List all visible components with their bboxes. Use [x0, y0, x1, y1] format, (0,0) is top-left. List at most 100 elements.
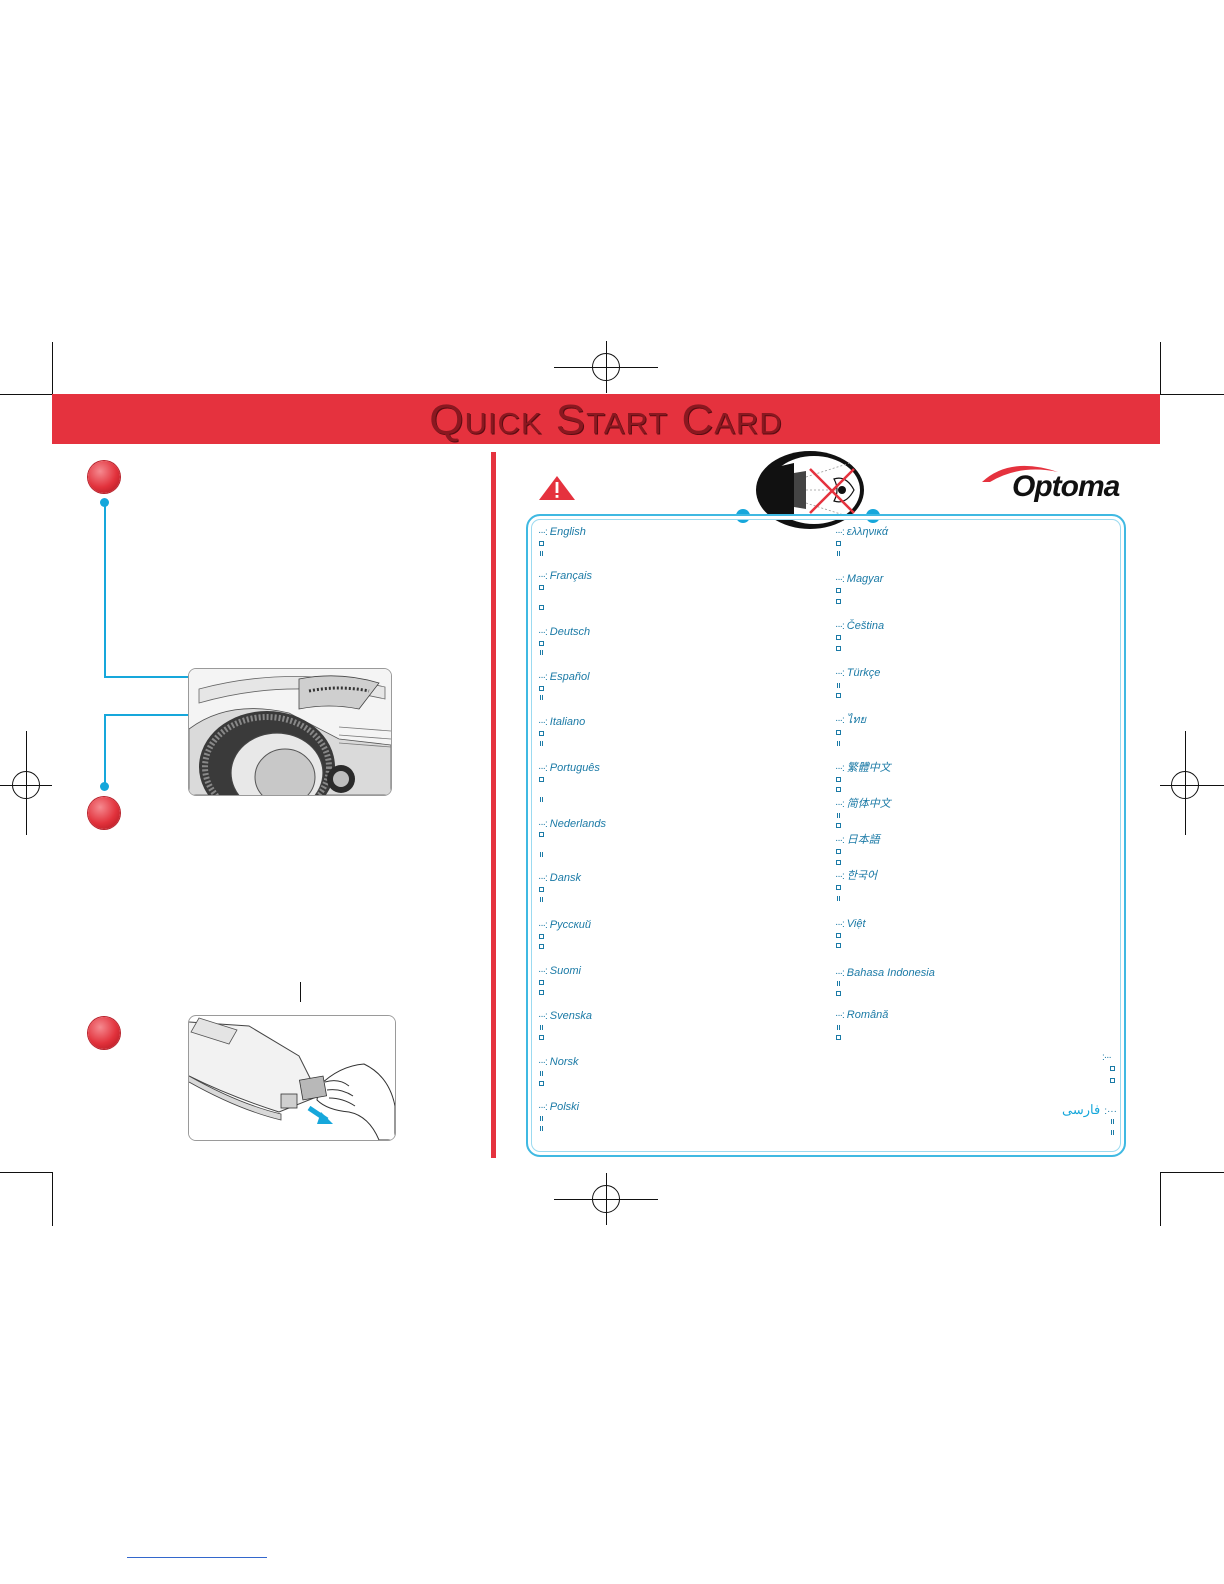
bullet-icon [540, 1025, 543, 1030]
bullet-icon [540, 1116, 543, 1121]
bullet-icon [539, 887, 544, 892]
language-item[interactable]: ···:Polski [538, 1101, 580, 1113]
bullet-icon [540, 797, 543, 802]
projector-lens-drawing [189, 669, 391, 795]
language-item[interactable]: ···:Français [538, 570, 592, 582]
frame-dot-left [736, 509, 750, 523]
bullet-icon [540, 741, 543, 746]
bullet-icon [1110, 1066, 1115, 1071]
bullet-icon [1111, 1119, 1114, 1124]
language-item[interactable]: ···:Español [538, 671, 590, 683]
bullet-icon [837, 813, 840, 818]
language-item[interactable]: ···:Dansk [538, 872, 581, 884]
language-item[interactable]: ···:繁體中文 [835, 762, 891, 774]
crop-mark-bottom-left-v [52, 1172, 53, 1226]
bullet-icon [836, 777, 841, 782]
callout-focus-line-v [104, 714, 106, 786]
bullet-icon [836, 730, 841, 735]
bullet-icon [539, 944, 544, 949]
bullet-icon [539, 980, 544, 985]
bullet-icon [540, 650, 543, 655]
language-item[interactable]: ···:Русский [538, 919, 592, 931]
bullet-icon [836, 787, 841, 792]
do-not-look-into-lens-icon [756, 451, 864, 529]
crop-mark-bottom-right-h [1160, 1172, 1224, 1173]
crop-mark-bottom-right-v [1160, 1172, 1161, 1226]
language-item[interactable]: ···:ไทย [835, 714, 867, 726]
bullet-icon [539, 585, 544, 590]
rtl-marker-icon: :··· [1102, 1052, 1112, 1063]
hand-removing-cover-drawing [189, 1016, 395, 1140]
callout-focus-line-h [104, 714, 256, 716]
bullet-icon [540, 1071, 543, 1076]
bullet-icon [539, 934, 544, 939]
banner-title: Quick Start Card [429, 396, 783, 443]
bullet-icon [539, 541, 544, 546]
warning-triangle-icon [539, 476, 575, 500]
language-item[interactable]: ···:English [538, 526, 586, 538]
bullet-icon [836, 646, 841, 651]
bullet-icon [539, 777, 544, 782]
language-item[interactable]: ···:Deutsch [538, 626, 591, 638]
bullet-icon [836, 991, 841, 996]
bullet-icon [540, 1126, 543, 1131]
bullet-icon [837, 683, 840, 688]
step-1-icon [88, 461, 120, 493]
bullet-icon [836, 823, 841, 828]
language-item[interactable]: ···:Suomi [538, 965, 581, 977]
bullet-icon [540, 897, 543, 902]
language-item[interactable]: ···:简体中文 [835, 798, 891, 810]
bullet-icon [836, 599, 841, 604]
bullet-icon [836, 588, 841, 593]
language-item[interactable]: ···:Português [538, 762, 600, 774]
marker-tick [300, 982, 301, 1002]
lens-illustration [188, 668, 392, 796]
language-item[interactable]: ···:Magyar [835, 573, 884, 585]
language-item[interactable]: ···:日本語 [835, 834, 880, 846]
language-item[interactable]: ···:ελληνικά [835, 526, 889, 538]
bullet-icon [539, 605, 544, 610]
language-item[interactable]: ···:Türkçe [835, 667, 881, 679]
language-item[interactable]: ···:Bahasa Indonesia [835, 967, 935, 979]
language-item[interactable]: ···:Việt [835, 918, 866, 930]
bullet-icon [836, 885, 841, 890]
bullet-icon [837, 1025, 840, 1030]
crop-mark-top-right-h [1160, 394, 1224, 395]
language-item[interactable]: ···:Nederlands [538, 818, 607, 830]
bullet-icon [836, 693, 841, 698]
bullet-icon [539, 832, 544, 837]
bullet-icon [836, 635, 841, 640]
language-item[interactable]: ···:Čeština [835, 620, 885, 632]
bullet-icon [539, 990, 544, 995]
language-item[interactable]: ···:Italiano [538, 716, 586, 728]
optoma-swoosh-icon [982, 465, 1058, 482]
bullet-icon [837, 896, 840, 901]
bullet-icon [540, 852, 543, 857]
language-frame [526, 514, 1126, 1157]
bullet-icon [837, 741, 840, 746]
bullet-icon [836, 943, 841, 948]
language-item[interactable]: ···:한국어 [835, 870, 878, 882]
center-divider [491, 452, 496, 1158]
callout-focus-dot [100, 782, 109, 791]
bullet-icon [539, 1081, 544, 1086]
language-item[interactable]: فارسی:··· [1062, 1102, 1118, 1118]
bullet-icon [1111, 1130, 1114, 1135]
bullet-icon [540, 695, 543, 700]
bullet-icon [836, 1035, 841, 1040]
frame-dot-right [866, 509, 880, 523]
bullet-icon [836, 860, 841, 865]
crop-mark-top-left-v [52, 342, 53, 394]
bullet-icon [540, 551, 543, 556]
bullet-icon [836, 933, 841, 938]
crop-mark-bottom-left-h [0, 1172, 52, 1173]
language-item[interactable]: ···:Norsk [538, 1056, 579, 1068]
language-item[interactable]: ···:Svenska [538, 1010, 592, 1022]
language-item[interactable]: ···:Română [835, 1009, 889, 1021]
bottom-underline [127, 1557, 267, 1558]
bullet-icon [837, 551, 840, 556]
bullet-icon [836, 849, 841, 854]
optoma-logo: Optoma [1012, 470, 1120, 503]
step-3-icon [88, 1017, 120, 1049]
bullet-icon [539, 686, 544, 691]
